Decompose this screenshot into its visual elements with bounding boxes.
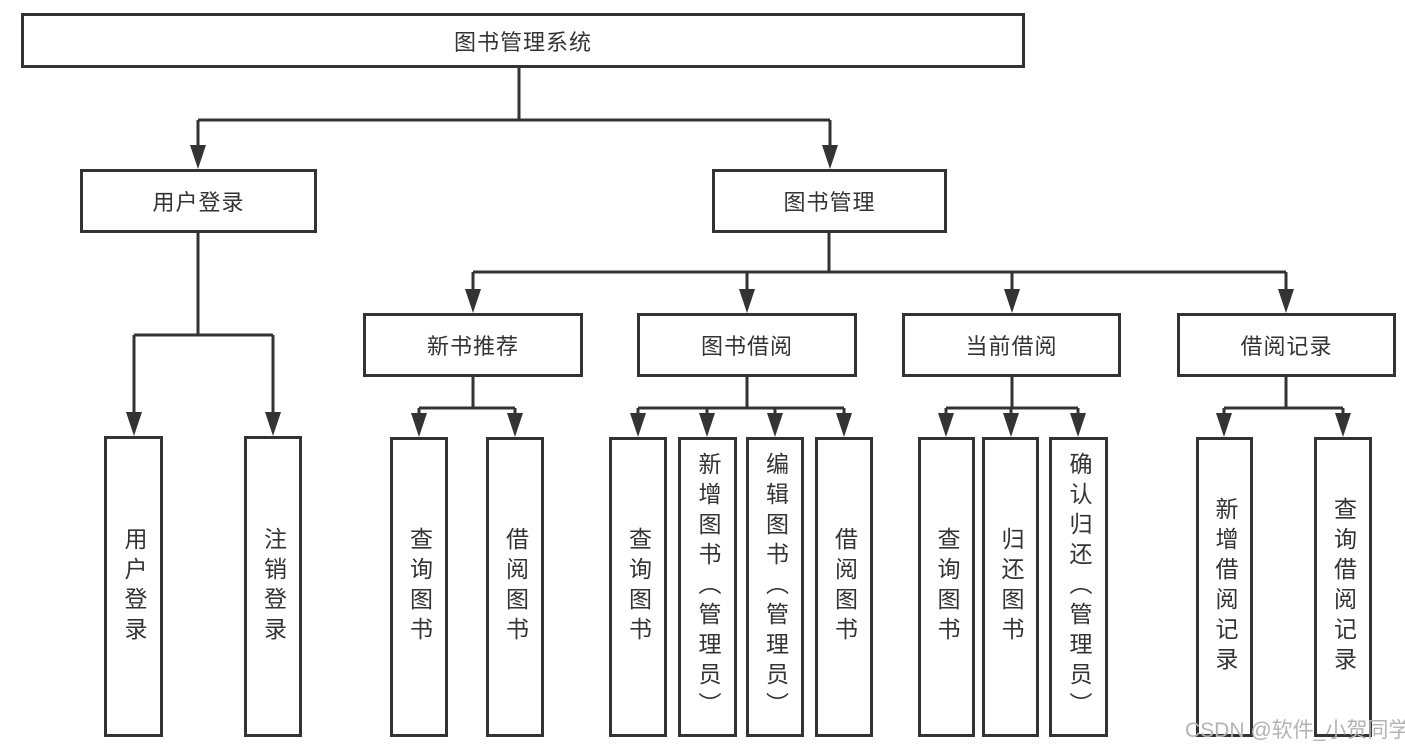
connector-borrowrecord-group [1222,377,1345,416]
leaf-edit-book-admin: 编辑图书（管理员） [746,437,804,737]
node-current-borrow: 当前借阅 [902,313,1121,377]
connector-currentborrow-group [944,377,1080,416]
connector-bookborrow-group [636,377,846,416]
leaf-query-book-3: 查询图书 [918,437,975,737]
node-user-login: 用户登录 [80,169,317,233]
csdn-watermark: CSDN @软件_小贺同学 [1185,719,1405,742]
node-book-management: 图书管理 [712,169,947,233]
leaf-add-borrow-record: 新增借阅记录 [1196,437,1253,737]
leaf-borrow-book-2: 借阅图书 [815,437,873,737]
node-book-borrow: 图书借阅 [637,313,857,377]
connector-root-to-level2 [196,68,832,147]
node-borrow-record: 借阅记录 [1177,313,1396,377]
node-new-book-recommend: 新书推荐 [363,313,583,377]
node-root-system: 图书管理系统 [21,13,1025,68]
leaf-user-login: 用户登录 [104,436,163,737]
leaf-borrow-book-1: 借阅图书 [486,437,544,737]
connector-bookmgmt-to-level3 [471,233,1288,291]
leaf-query-borrow-record: 查询借阅记录 [1314,437,1372,737]
leaf-logout: 注销登录 [244,436,302,737]
arrowheads [126,145,1351,437]
leaf-query-book-2: 查询图书 [609,437,667,737]
leaf-return-book: 归还图书 [982,437,1039,737]
leaf-confirm-return-admin: 确认归还（管理员） [1049,437,1108,737]
connector-newbook-group [417,377,517,416]
connector-userlogin-group [132,233,275,413]
leaf-add-book-admin: 新增图书（管理员） [678,437,737,737]
leaf-query-book-1: 查询图书 [390,437,448,737]
